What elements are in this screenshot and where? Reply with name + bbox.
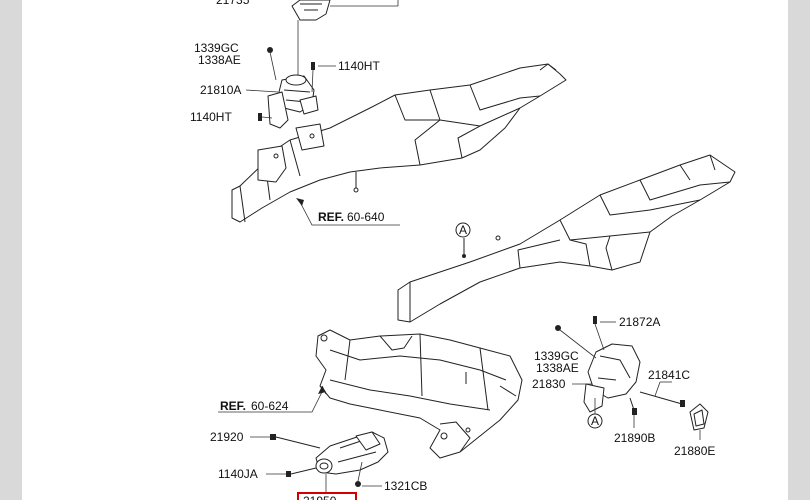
transmission-mount-bracket	[583, 343, 641, 413]
bolt-1140ht-left	[258, 113, 262, 121]
label-1339gc-top: 1339GC	[194, 41, 239, 55]
label-21841c: 21841C	[648, 368, 690, 382]
bolt-1140ja	[266, 467, 317, 477]
marker-a-bottom: A	[587, 398, 603, 429]
label-1321cb: 1321CB	[384, 479, 427, 493]
highlighted-part-link[interactable]: 21950	[297, 492, 357, 500]
diagram-sheet	[22, 0, 788, 500]
marker-a-top: A	[455, 222, 471, 238]
label-21872a: 21872A	[619, 315, 660, 329]
label-top-cut: 21735	[216, 0, 250, 7]
label-21920: 21920	[210, 430, 244, 444]
label-21890b: 21890B	[614, 431, 655, 445]
label-21810a: 21810A	[200, 83, 241, 97]
ref-label-number-2: 60-624	[251, 399, 289, 413]
marker-a-label: A	[459, 223, 467, 237]
ref-label-prefix-1: REF.	[318, 210, 344, 224]
label-1140ht-left: 1140HT	[190, 110, 232, 124]
top-cut-part	[291, 0, 399, 21]
label-1338ae-top: 1338AE	[198, 53, 241, 67]
label-1339gc-right: 1339GC	[534, 349, 579, 363]
bolt-21920	[250, 434, 321, 449]
label-highlighted-part[interactable]: 21950	[303, 494, 337, 500]
right-side-member	[397, 154, 736, 323]
bolt-21872a	[593, 316, 597, 324]
marker-a-label-2: A	[591, 414, 599, 428]
roll-stopper-assembly	[315, 431, 389, 492]
label-1140ht-top: 1140HT	[338, 59, 380, 73]
nut-1339gc-right	[555, 325, 561, 331]
label-21830: 21830	[532, 377, 566, 391]
bolt-21841c	[639, 381, 685, 407]
left-side-member	[231, 63, 567, 223]
front-subframe	[315, 329, 523, 459]
label-21880e: 21880E	[674, 444, 715, 458]
ref-label-number-1: 60-640	[347, 210, 385, 224]
label-1338ae-right: 1338AE	[536, 361, 579, 375]
bolt-1140ht-top	[311, 62, 315, 70]
ref-label-prefix-2: REF.	[220, 399, 246, 413]
dust-cover-21880e	[689, 403, 709, 440]
nut-1339gc-top	[267, 47, 273, 53]
bolt-21890b	[629, 397, 637, 428]
nut-1321cb	[355, 461, 382, 487]
engine-mount-bracket	[267, 20, 319, 129]
label-1140ja: 1140JA	[218, 467, 258, 481]
